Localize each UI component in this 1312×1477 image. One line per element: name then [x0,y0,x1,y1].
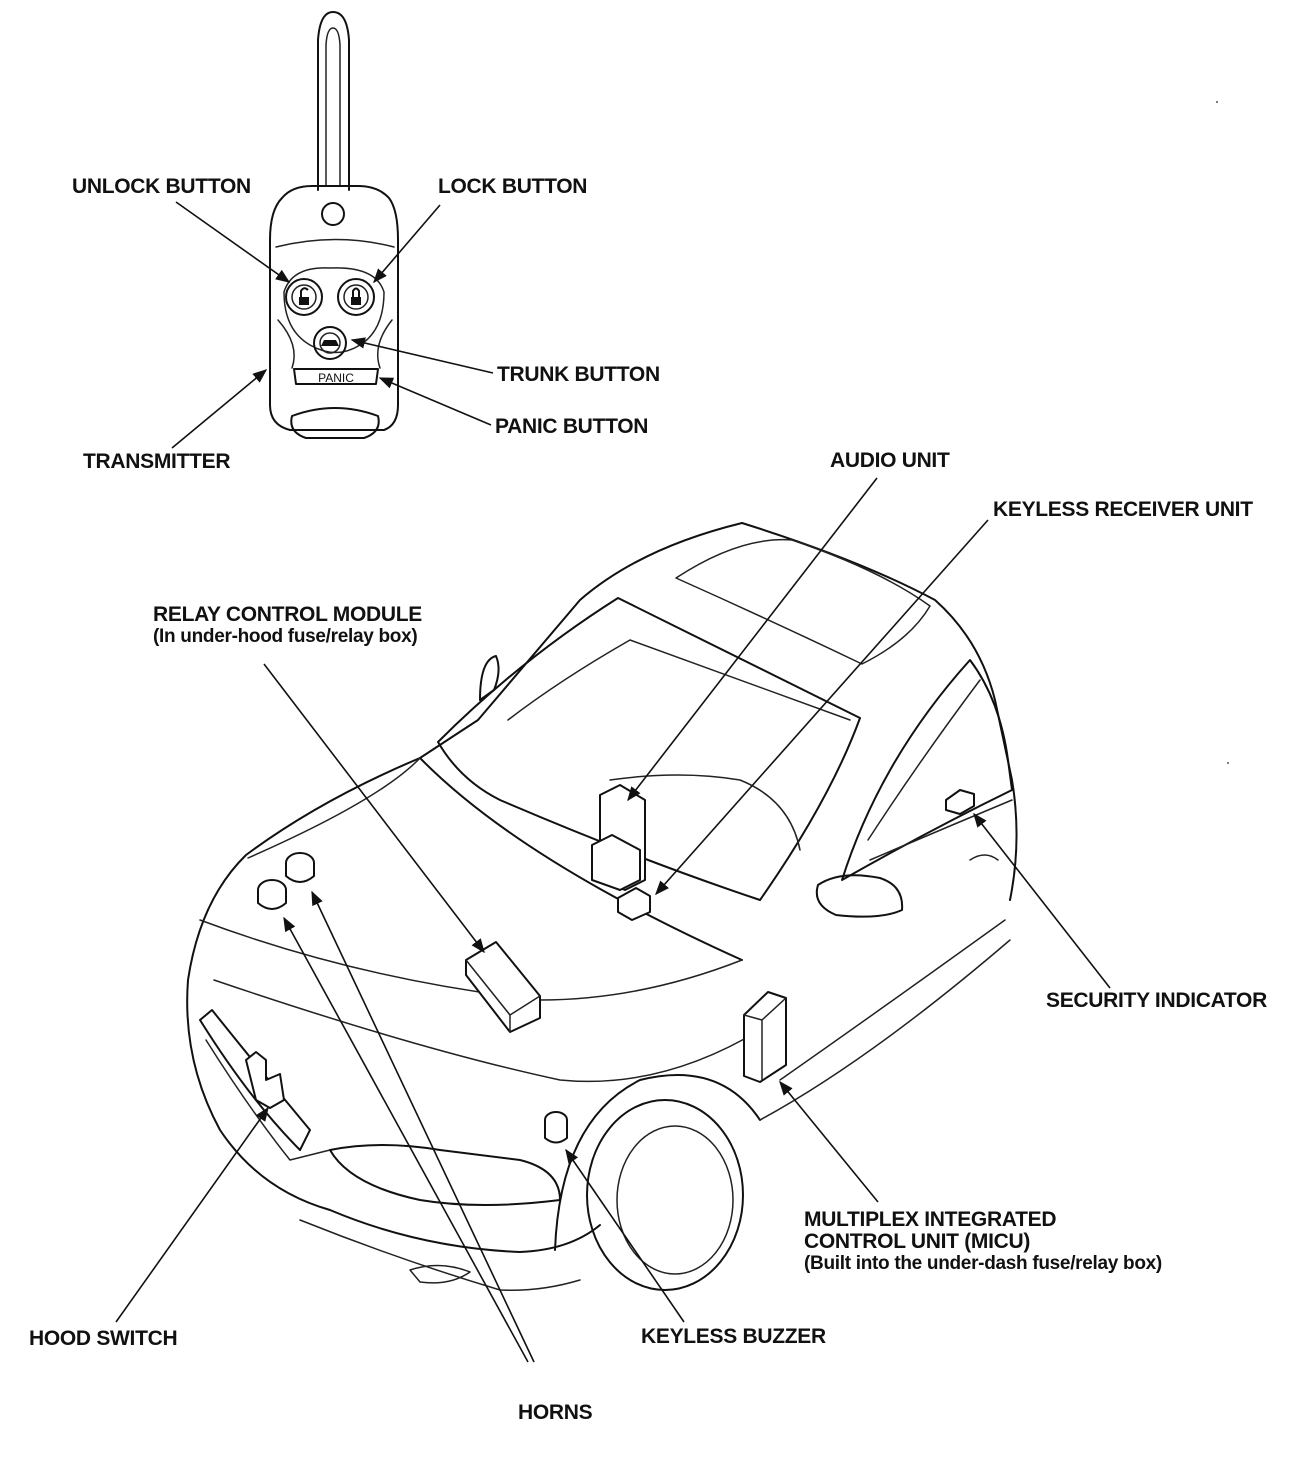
hood-switch-part [245,1051,285,1109]
relay-control-module-title: RELAY CONTROL MODULE [153,603,422,626]
horn-right [285,852,315,883]
transmitter-label: TRANSMITTER [83,450,231,473]
dashboard-line [609,774,801,851]
trunk-button-leader [350,337,494,374]
micu-line1: MULTIPLEX INTEGRATED [804,1208,1057,1231]
unlock-button-leader [175,201,291,283]
lock-button-leader [373,204,441,284]
audio-unit-label: AUDIO UNIT [830,449,950,472]
keyless-receiver-unit-label: KEYLESS RECEIVER UNIT [993,498,1253,521]
sunroof [675,538,931,665]
side-mirror [815,874,904,918]
relay-control-module-note: (In under-hood fuse/relay box) [153,626,418,647]
unlock-padlock-icon [299,297,309,305]
fob-seam [275,238,395,248]
fob-contour-right [377,319,393,369]
panic-key-text: PANIC [318,371,354,385]
horn-right-leader [311,890,535,1363]
scan-speck [1216,101,1218,103]
key-ring-hole [321,202,345,226]
horn-left-leader [283,916,529,1363]
fog-light [409,1264,471,1284]
windshield-frame [437,597,861,901]
lock-button-label: LOCK BUTTON [438,175,588,198]
scan-speck [1227,762,1229,764]
side-character-line [779,919,1006,1081]
lock-button[interactable] [337,278,375,316]
wheel-arch [554,1074,761,1251]
fob-body [269,185,399,431]
lower-bumper [299,1219,581,1292]
transmitter-leader [171,369,268,449]
grille [199,1009,311,1151]
micu-line2: CONTROL UNIT (MICU) [804,1230,1031,1253]
micu-leader [779,1080,879,1203]
relay-control-module-part [465,941,541,1033]
wiper-nozzle [479,655,500,701]
transmitter-key-fob [269,11,399,439]
keyless-receiver-unit-part [617,887,651,921]
hood-switch-leader [115,1106,269,1323]
panic-button[interactable]: PANIC [293,368,379,385]
security-indicator-leader [973,812,1111,989]
windshield-inner-line [507,639,851,721]
fob-bottom-tab [290,407,380,439]
lock-padlock-icon [351,297,361,305]
car-roof-rear-outline [741,522,1018,901]
hood-switch-label: HOOD SWITCH [29,1327,178,1350]
relay-control-module-leader [263,663,485,954]
side-window-pillar [867,679,981,841]
front-wheel-tire [586,1099,744,1291]
horns-label: HORNS [518,1401,593,1424]
keyless-buzzer-part [544,1111,568,1144]
bumper-upper-line [213,979,761,1083]
micu-part [743,991,787,1083]
front-wheel-rim [616,1125,734,1275]
micu-label: MULTIPLEX INTEGRATED CONTROL UNIT (MICU)… [804,1209,1162,1275]
car-outline [186,522,1018,1292]
hood-front-edge [247,757,421,859]
key-blade [317,11,350,191]
panic-button-label: PANIC BUTTON [495,415,649,438]
car-body-front-outline [186,522,743,1253]
unlock-button-label: UNLOCK BUTTON [72,175,251,198]
side-body-line [759,939,1011,1121]
grille-lower [205,1039,331,1161]
micu-note: (Built into the under-dash fuse/relay bo… [804,1253,1162,1274]
car-trunk-icon [321,340,339,346]
security-indicator-label: SECURITY INDICATOR [1046,989,1267,1012]
horn-left [257,879,287,910]
door-handle [969,854,999,861]
side-window [841,659,1013,881]
door-belt-line [869,799,1013,861]
security-indicator-part [945,789,975,815]
keyless-receiver-leader [655,519,989,896]
button-bezel [283,267,385,354]
key-blade-groove [325,27,341,186]
audio-unit-part [591,784,646,891]
unlock-button[interactable] [285,278,323,316]
hood-rear-edge [419,757,743,961]
audio-unit-leader [627,477,878,802]
keyless-buzzer-label: KEYLESS BUZZER [641,1325,826,1348]
panic-button-leader [378,377,492,426]
fob-contour-left [277,319,295,369]
trunk-button-label: TRUNK BUTTON [497,363,660,386]
relay-control-module-label: RELAY CONTROL MODULE (In under-hood fuse… [153,604,422,648]
trunk-button[interactable] [313,326,347,360]
keyless-buzzer-leader [565,1148,685,1323]
